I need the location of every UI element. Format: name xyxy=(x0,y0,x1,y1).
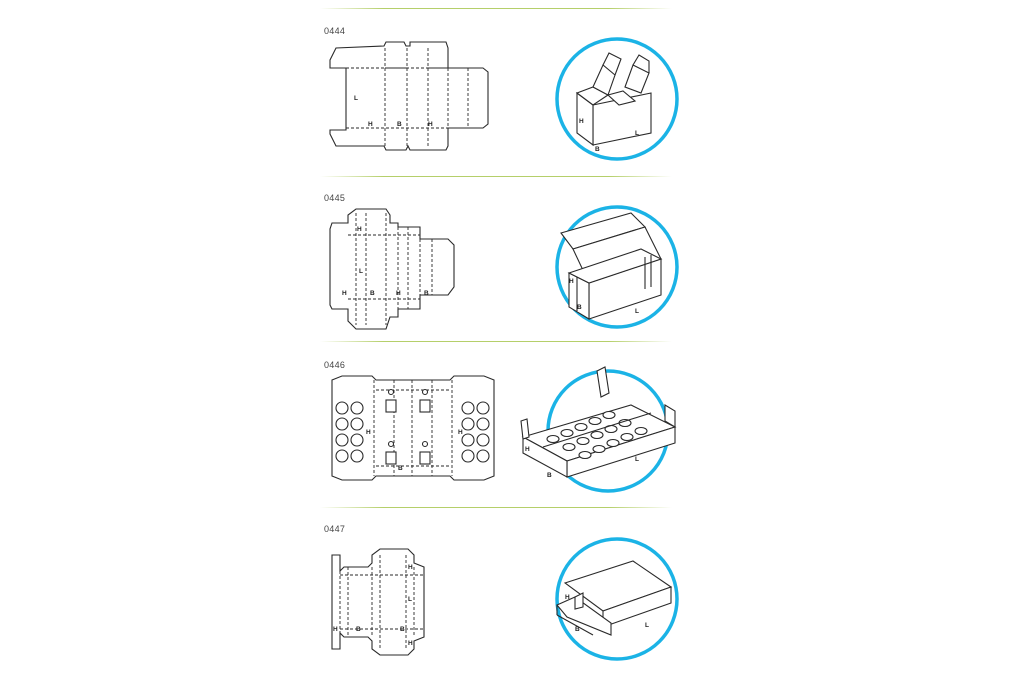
view-circle-0447: H B L xyxy=(555,537,679,661)
view-circle-0444: H B L xyxy=(555,37,679,161)
dim-label-H: H xyxy=(458,429,463,436)
dim-label-B: B xyxy=(595,146,600,153)
dim-label-L: L xyxy=(635,130,639,137)
dim-label-H: H xyxy=(368,121,373,128)
dieline-0447: H L H B B H xyxy=(331,548,425,656)
separator-1 xyxy=(320,176,672,177)
separator-2 xyxy=(320,341,672,342)
dim-label-H: H xyxy=(357,226,362,233)
dim-label-H: H xyxy=(565,594,570,601)
view-circle-0446: H B L xyxy=(520,366,677,493)
dim-label-B: B xyxy=(547,472,552,479)
dim-label-H: H xyxy=(408,564,413,571)
dieline-0445: H L H B H B xyxy=(329,208,455,330)
cup-holes-right xyxy=(461,401,490,463)
dieline-0446: H H B xyxy=(331,375,495,481)
item-code-0447: 0447 xyxy=(324,524,346,534)
dim-label-B: B xyxy=(397,121,402,128)
dim-label-L: L xyxy=(408,596,412,603)
dim-label-B: B xyxy=(424,290,429,297)
dim-label-L: L xyxy=(354,95,358,102)
dim-label-H: H xyxy=(525,446,530,453)
dim-label-H: H xyxy=(366,429,371,436)
dim-label-B: B xyxy=(370,290,375,297)
item-code-0446: 0446 xyxy=(324,360,346,370)
separator-3 xyxy=(320,507,672,508)
dim-label-B: B xyxy=(400,626,405,633)
dim-label-H: H xyxy=(333,626,338,633)
dim-label-B: B xyxy=(356,626,361,633)
cup-holes xyxy=(546,410,648,460)
dieline-0444: L H B H xyxy=(329,41,489,151)
dim-label-L: L xyxy=(359,268,363,275)
dim-label-H: H xyxy=(428,121,433,128)
dim-label-L: L xyxy=(635,456,639,463)
dim-label-B: B xyxy=(577,304,582,311)
dim-label-H: H xyxy=(569,278,574,285)
dim-label-L: L xyxy=(635,308,639,315)
item-code-0445: 0445 xyxy=(324,193,346,203)
cup-holes-left xyxy=(335,401,364,463)
item-code-0444: 0444 xyxy=(324,26,346,36)
dim-label-B: B xyxy=(575,626,580,633)
view-circle-0445: H B L xyxy=(555,205,679,329)
dim-label-B: B xyxy=(398,465,403,472)
dim-label-H: H xyxy=(342,290,347,297)
dim-label-H: H xyxy=(579,118,584,125)
dim-label-L: L xyxy=(645,622,649,629)
dim-label-H: H xyxy=(396,290,401,297)
separator-top xyxy=(320,8,672,9)
dim-label-H: H xyxy=(408,640,413,647)
